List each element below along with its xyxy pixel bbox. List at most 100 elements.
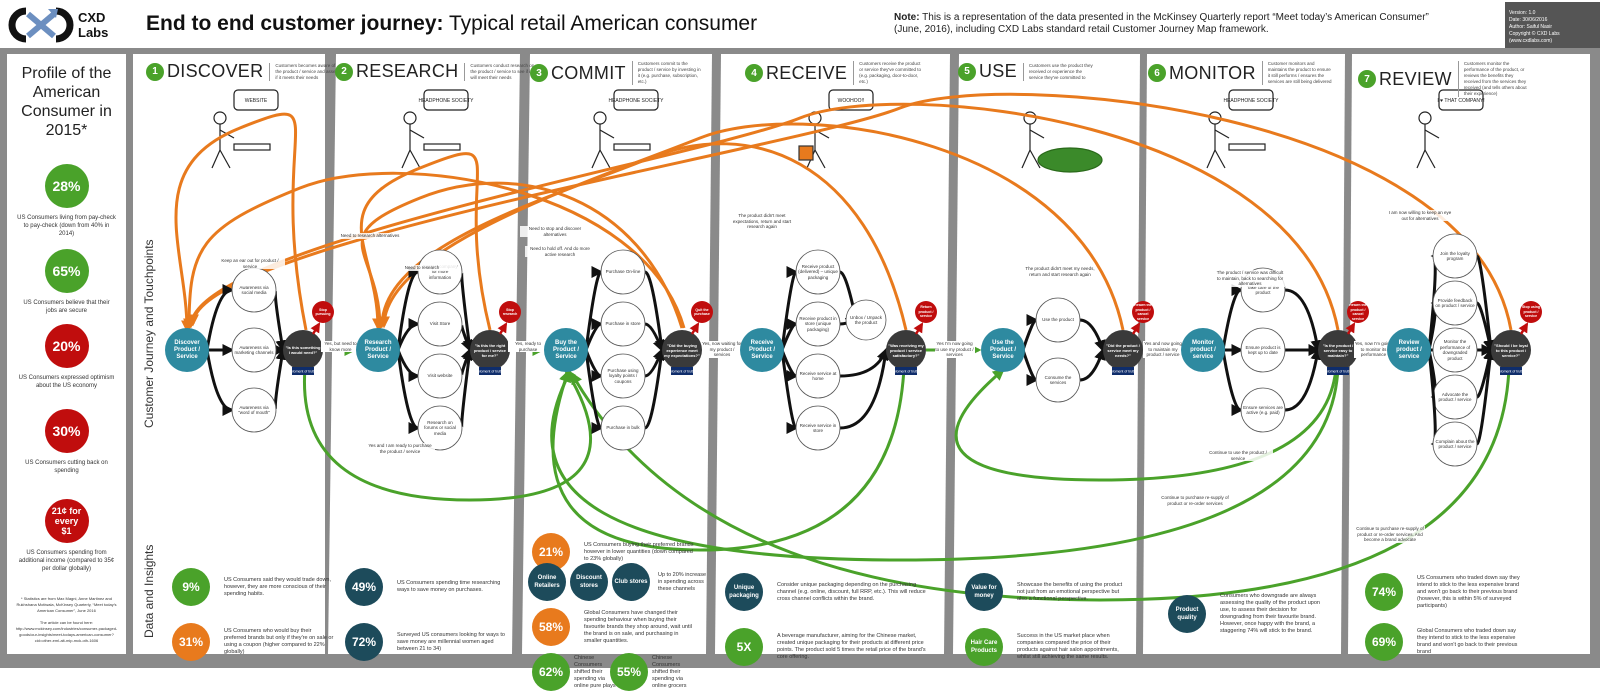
note-label: Note: xyxy=(894,12,920,23)
insight-item: 49% US Consumers spending time researchin… xyxy=(345,568,507,606)
insight-text: Surveyed US consumers looking for ways t… xyxy=(397,631,505,652)
page-title: End to end customer journey: Typical ret… xyxy=(146,12,757,36)
insight-text: A beverage manufacturer, aiming for the … xyxy=(777,633,926,660)
insight-value: 49% xyxy=(345,568,383,606)
stat-description: US Consumers expressed optimism about th… xyxy=(18,375,115,389)
insight-item: 9% US Consumers said they would trade dow… xyxy=(172,568,334,606)
note: Note: This is a representation of the da… xyxy=(894,12,1444,36)
version-box: Version: 1.0 Date: 30/06/2016 Author: Sa… xyxy=(1505,2,1600,48)
row-label-insights: Data and Insights xyxy=(142,544,156,638)
stat-value: 21¢ for every $1 xyxy=(44,499,89,543)
stage-name: RECEIVE xyxy=(766,62,848,83)
stage-number-badge: 4 xyxy=(745,64,763,82)
logo-line2: Labs xyxy=(78,25,109,40)
insight-text: Consumers who downgrade are always asses… xyxy=(1220,593,1320,634)
stage-number-badge: 3 xyxy=(530,64,548,82)
insight-text: US Consumers buying their preferred bran… xyxy=(584,541,694,562)
insight-text: Up to 20% increase in spending across th… xyxy=(658,571,706,592)
stage-name: USE xyxy=(979,61,1017,81)
insight-value: Hair Care Products xyxy=(965,628,1003,666)
stage-description: Customer monitors and maintains the prod… xyxy=(1261,61,1334,85)
stage-name: DISCOVER xyxy=(167,61,264,81)
stage-description: Customers conduct research on the produc… xyxy=(464,62,536,81)
channel-badge: Online Retailers xyxy=(528,563,566,601)
stat-description: US Consumers living from pay-check to pa… xyxy=(17,215,116,237)
stage-description: Customers becomes aware of the product /… xyxy=(269,62,341,81)
stage-number-badge: 5 xyxy=(958,62,976,81)
stage-name: REVIEW xyxy=(1379,68,1452,89)
profile-panel: Profile of the American Consumer in 2015… xyxy=(7,54,126,654)
row-label-journey: Customer Journey and Touchpoints xyxy=(142,239,156,428)
insight-value: 58% xyxy=(532,608,570,646)
date: Date: 30/06/2016 xyxy=(1509,17,1548,23)
stat-value: 65% xyxy=(44,249,89,293)
channel-badge: Discount stores xyxy=(570,563,608,601)
stage-name: RESEARCH xyxy=(356,61,459,81)
stat-description: US Consumers spending from additional in… xyxy=(18,550,115,572)
insight-value: 55% xyxy=(610,653,648,691)
stage-description: Customers use the product they received … xyxy=(1022,62,1095,81)
insight-item: 55%Chinese Consumers shifted their spend… xyxy=(610,653,694,691)
insight-text: Global Consumers who traded down say the… xyxy=(1417,628,1518,655)
stage-number-badge: 6 xyxy=(1148,64,1166,82)
profile-stat: 21¢ for every $1 US Consumers spending fr… xyxy=(7,499,126,573)
insight-text: Consider unique packaging depending on t… xyxy=(777,581,926,602)
insight-text: US Consumers said they would trade down,… xyxy=(224,576,331,597)
author: Author: Saiful Nasir xyxy=(1509,24,1553,30)
insight-value: Unique packaging xyxy=(725,573,763,611)
stat-description: US Consumers believe that their jobs are… xyxy=(23,300,110,314)
stage-description: Customers commit to the product / servic… xyxy=(631,61,704,85)
stage-number-badge: 1 xyxy=(146,62,164,81)
stage-name: MONITOR xyxy=(1169,62,1256,83)
version: Version: 1.0 xyxy=(1509,10,1536,16)
insight-item: 74%US Consumers who traded down say they… xyxy=(1365,573,1527,611)
profile-source: * Statistics are from Max Magni, Anne Ma… xyxy=(15,596,118,644)
insight-value: 69% xyxy=(1365,623,1403,661)
cxd-logo-icon xyxy=(8,7,74,43)
insight-item: Unique packaging Consider unique packagin… xyxy=(725,573,927,611)
stage-name: COMMIT xyxy=(551,62,626,83)
insight-text: US Consumers who traded down say they in… xyxy=(1417,574,1520,609)
profile-stat: 30%US Consumers cutting back on spending xyxy=(7,409,126,475)
stage-number-badge: 7 xyxy=(1358,70,1376,88)
insight-text: Showcase the benefits of using the produ… xyxy=(1017,581,1123,602)
channel-badge: Club stores xyxy=(612,563,650,601)
insight-value: 62% xyxy=(532,653,570,691)
logo-line1: CXD xyxy=(78,10,106,25)
stat-value: 20% xyxy=(44,324,89,368)
insight-text: Chinese Consumers shifted their spending… xyxy=(652,654,687,689)
stat-value: 30% xyxy=(44,409,89,453)
insight-text: Global Consumers have changed their spen… xyxy=(584,609,692,644)
insight-item: 5X A beverage manufacturer, aiming for th… xyxy=(725,628,927,666)
title-rest: Typical retail American consumer xyxy=(443,12,758,35)
profile-stat: 65% US Consumers believe that their jobs … xyxy=(7,249,126,315)
profile-title: Profile of the American Consumer in 2015… xyxy=(21,65,112,139)
stage-description: Customers receive the product or service… xyxy=(853,61,925,85)
stat-value: 28% xyxy=(44,164,89,208)
copyright: Copyright © CXD Labs (www.cxdlabs.com) xyxy=(1509,31,1560,44)
insight-value: 72% xyxy=(345,623,383,661)
stage-description: Customers monitor the performance of the… xyxy=(1457,61,1530,97)
insight-text: US Consumers who would buy their preferr… xyxy=(224,628,334,655)
insight-text: Success in the US market place when comp… xyxy=(1017,633,1119,660)
profile-stat: 20% US Consumers expressed optimism about… xyxy=(7,324,126,390)
insight-value: 5X xyxy=(725,628,763,666)
source-link[interactable]: The article can be found here: http://ww… xyxy=(15,620,118,643)
insight-item: Hair Care Products Success in the US mark… xyxy=(965,628,1127,666)
insight-item: Product quality Consumers who downgrade a… xyxy=(1168,593,1330,635)
insight-value: 9% xyxy=(172,568,210,606)
profile-stat: 28% US Consumers living from pay-check to… xyxy=(7,164,126,238)
insight-value: Product quality xyxy=(1168,595,1206,633)
insight-text: US Consumers spending time researching w… xyxy=(397,580,501,593)
insight-item: 69% Global Consumers who traded down say … xyxy=(1365,623,1527,661)
